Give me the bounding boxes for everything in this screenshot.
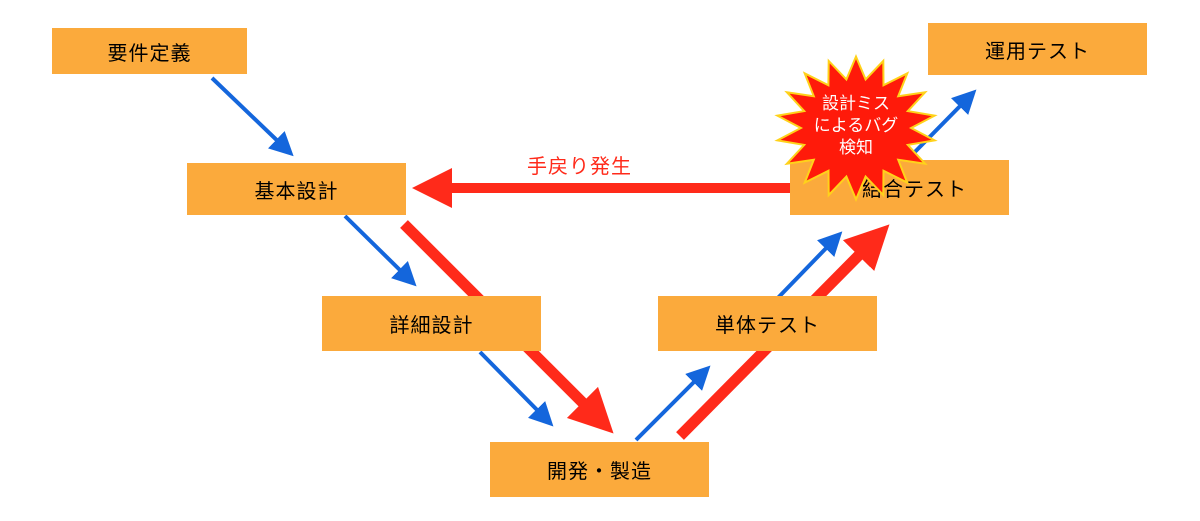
arrow-detailed-to-development: [478, 350, 554, 427]
burst-text: 設計ミス によるバグ 検知: [786, 93, 926, 159]
rework-label: 手戻り発生: [527, 154, 632, 178]
node-basic-design-label: 基本設計: [254, 178, 339, 203]
node-detailed-design: 詳細設計: [322, 296, 541, 351]
arrow-requirements-to-basic: [210, 76, 294, 157]
arrow-unit-to-integration: [770, 231, 843, 306]
node-basic-design: 基本設計: [187, 163, 406, 215]
arrow-basic-to-detailed: [343, 214, 417, 287]
arrow-integration-to-operation: [903, 89, 977, 164]
node-requirements-label: 要件定義: [107, 40, 192, 65]
node-requirements: 要件定義: [52, 28, 247, 74]
node-unit-test-label: 単体テスト: [715, 313, 820, 337]
node-detailed-design-label: 詳細設計: [389, 313, 474, 337]
node-development-label: 開発・製造: [547, 459, 652, 483]
node-development: 開発・製造: [490, 442, 709, 497]
burst-line-1: 設計ミス: [822, 94, 890, 114]
burst-line-3: 検知: [839, 138, 873, 158]
node-operation-test: 運用テスト: [928, 23, 1147, 75]
burst-line-2: によるバグ: [813, 116, 899, 136]
node-unit-test: 単体テスト: [658, 296, 877, 351]
arrow-development-to-unit: [634, 365, 711, 442]
node-operation-test-label: 運用テスト: [985, 38, 1090, 63]
